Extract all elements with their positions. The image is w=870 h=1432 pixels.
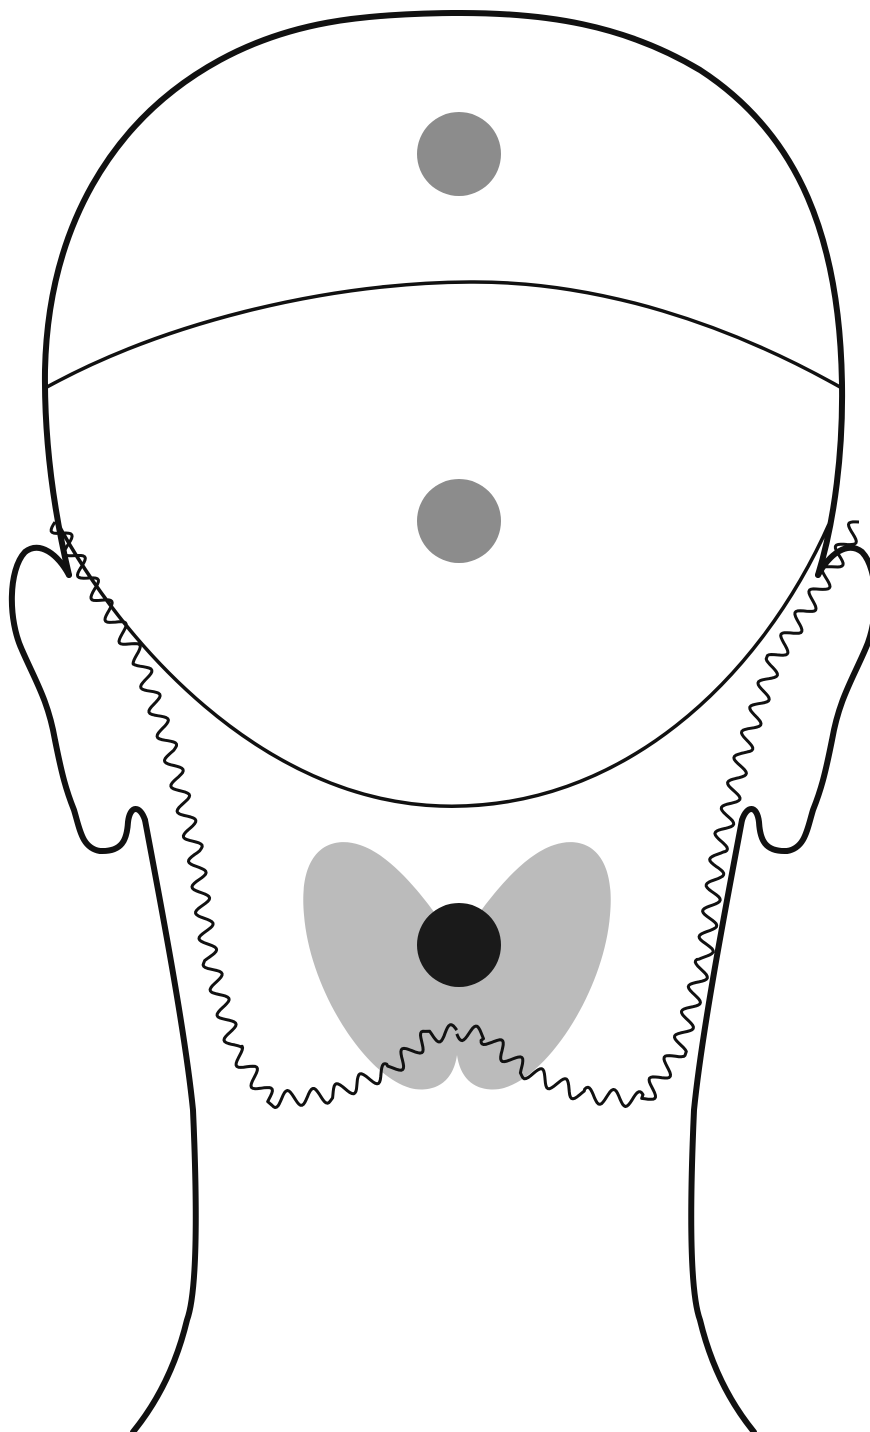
- neck-right-outline: [691, 820, 754, 1432]
- neck-left-outline: [133, 820, 196, 1432]
- right-ear: [742, 548, 870, 851]
- left-ear: [12, 548, 145, 851]
- marker-middle: [417, 479, 501, 563]
- jaw-arc: [57, 522, 830, 806]
- hairline-arc: [47, 282, 840, 387]
- marker-lower: [417, 903, 501, 987]
- marker-upper: [417, 112, 501, 196]
